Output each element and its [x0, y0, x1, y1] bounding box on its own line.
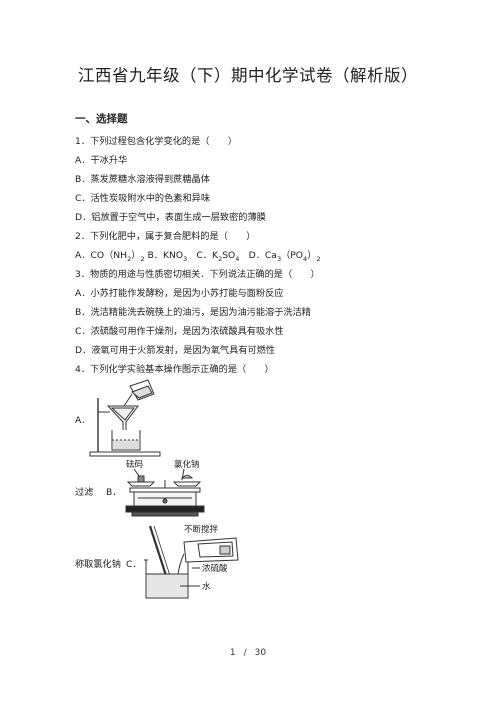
dilution-water-label: 水 — [202, 581, 211, 592]
dilution-stir-label: 不断搅拌 — [184, 524, 219, 535]
q3-option-d: D．液氧可用于火箭发射，是因为氧气具有可燃性 — [75, 345, 276, 356]
q4-option-a-caption: 过滤 — [75, 487, 94, 498]
q1-stem: 1．下列过程包含化学变化的是（ ） — [75, 136, 238, 147]
q2-option-a: A．CO（NH2）2 — [75, 250, 145, 263]
q2-option-d: D．Ca3（PO4）2 — [239, 250, 321, 263]
q4-option-c-label: C． — [126, 559, 142, 570]
q1-option-d: D．铝放置于空气中，表面生成一层致密的薄膜 — [75, 212, 266, 223]
dilution-acid-label: 浓硫酸 — [202, 563, 228, 574]
balance-nacl-label: 氯化钠 — [174, 459, 200, 470]
document-title: 江西省九年级（下）期中化学试卷（解析版） — [78, 66, 418, 85]
page-current: 1 — [229, 648, 236, 658]
q2-option-b: B．KNO3 — [144, 250, 188, 263]
q3-option-c: C．浓硫酸可用作干燥剂，是因为浓硫酸具有吸水性 — [75, 326, 284, 337]
q3-stem: 3．物质的用途与性质密切相关．下列说法正确的是（ ） — [75, 269, 320, 280]
page-number: 1 / 30 — [0, 648, 496, 658]
page-total: 30 — [254, 648, 267, 658]
balance-figure: 砝码 氯化钠 — [125, 459, 205, 517]
q2-options: A．CO（NH2）2 B．KNO3 C．K2SO4 D．Ca3（PO4）2 — [75, 247, 321, 263]
q4-option-b-label: B． — [106, 487, 122, 498]
balance-weight-label: 砝码 — [126, 459, 143, 470]
q2-option-c: C．K2SO4 — [187, 250, 240, 263]
section-title: 一、选择题 — [75, 113, 128, 125]
q4-option-a-label: A． — [75, 415, 91, 426]
q4-option-b-caption: 称取氯化钠 — [75, 559, 121, 570]
filtration-figure — [89, 379, 161, 457]
dilution-figure: 不断搅拌 浓硫酸 水 — [144, 524, 239, 599]
q1-option-c: C．活性炭吸附水中的色素和异味 — [75, 193, 211, 204]
q1-option-a: A．干冰升华 — [75, 155, 128, 166]
q4-stem: 4．下列化学实验基本操作图示正确的是（ ） — [75, 364, 274, 375]
q3-option-a: A．小苏打能作发酵粉，是因为小苏打能与面粉反应 — [75, 288, 284, 299]
q3-option-b: B．洗洁精能洗去碗筷上的油污，是因为油污能溶于洗洁精 — [75, 307, 311, 318]
q2-stem: 2．下列化肥中，属于复合肥料的是（ ） — [75, 231, 256, 242]
page-separator: / — [243, 648, 247, 658]
q1-option-b: B．蒸发蔗糖水溶液得到蔗糖晶体 — [75, 174, 210, 185]
